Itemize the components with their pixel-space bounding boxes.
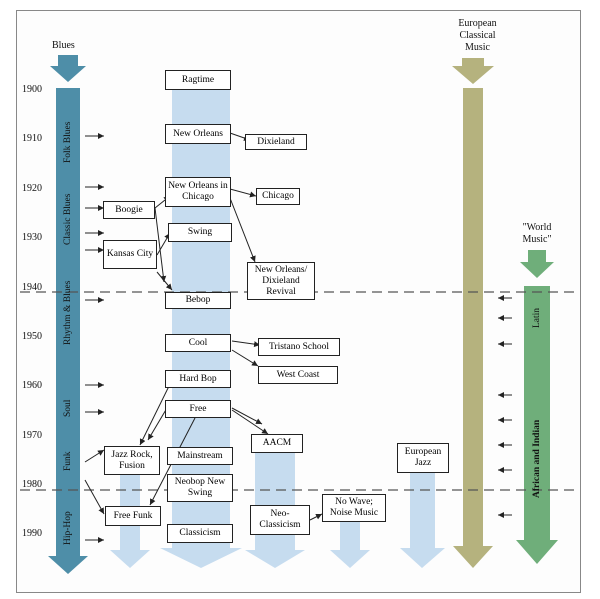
style-box-new-orleans-revival: New Orleans/ Dixieland Revival [247, 262, 315, 300]
label-european-classical: European Classical Music [458, 18, 497, 53]
style-box-swing: Swing [168, 223, 232, 242]
style-box-hard-bop: Hard Bop [165, 370, 231, 388]
blues-stage-label: Hip-Hop [63, 511, 73, 545]
blues-top-arrow [50, 55, 86, 82]
style-box-bebop: Bebop [165, 292, 231, 309]
style-box-boogie: Boogie [103, 201, 155, 219]
style-box-classicism: Classicism [167, 524, 233, 543]
style-box-dixieland: Dixieland [245, 134, 307, 150]
classical-stream [453, 88, 493, 568]
year-label: 1990 [22, 528, 42, 539]
world-stage-label: African and Indian [532, 419, 542, 498]
style-box-free-funk: Free Funk [105, 506, 161, 526]
world-top-arrow [520, 250, 554, 278]
year-label: 1980 [22, 479, 42, 490]
year-label: 1940 [22, 282, 42, 293]
year-label: 1920 [22, 183, 42, 194]
style-box-aacm: AACM [251, 434, 303, 453]
style-box-new-orleans-chicago: New Orleans in Chicago [165, 177, 231, 207]
style-box-mainstream: Mainstream [167, 447, 233, 465]
label-world-music: "World Music" [522, 222, 552, 245]
style-box-ragtime: Ragtime [165, 70, 231, 90]
style-box-free: Free [165, 400, 231, 418]
style-box-no-wave: No Wave; Noise Music [322, 494, 386, 522]
world-stage-label: Latin [532, 307, 542, 328]
year-label: 1910 [22, 133, 42, 144]
no-wave-stream [330, 520, 370, 568]
diagram-frame [16, 10, 581, 593]
style-box-european-jazz: European Jazz [397, 443, 449, 473]
style-box-jazz-rock: Jazz Rock, Fusion [104, 446, 160, 475]
style-box-west-coast: West Coast [258, 366, 338, 384]
style-box-tristano: Tristano School [258, 338, 340, 356]
style-box-cool: Cool [165, 334, 231, 352]
year-label: 1900 [22, 84, 42, 95]
world-stream [516, 286, 558, 564]
year-label: 1930 [22, 232, 42, 243]
style-box-kansas-city: Kansas City [103, 240, 157, 269]
style-box-new-orleans: New Orleans [165, 124, 231, 144]
blues-stage-label: Classic Blues [63, 193, 73, 245]
blues-stage-label: Folk Blues [63, 121, 73, 163]
blues-stage-label: Funk [63, 451, 73, 471]
blues-stream [48, 88, 88, 574]
classical-top-arrow [452, 58, 494, 84]
blues-stage-label: Rhythm & Blues [63, 280, 73, 345]
style-box-neobop: Neobop New Swing [167, 474, 233, 502]
year-label: 1970 [22, 430, 42, 441]
blues-stage-label: Soul [63, 399, 73, 417]
label-blues: Blues [52, 40, 75, 51]
style-box-neo-classicism: Neo-Classicism [250, 505, 310, 535]
european-jazz-stream [400, 470, 445, 568]
year-label: 1960 [22, 380, 42, 391]
connection-arrows [84, 132, 512, 543]
style-box-chicago: Chicago [256, 188, 300, 205]
year-label: 1950 [22, 331, 42, 342]
